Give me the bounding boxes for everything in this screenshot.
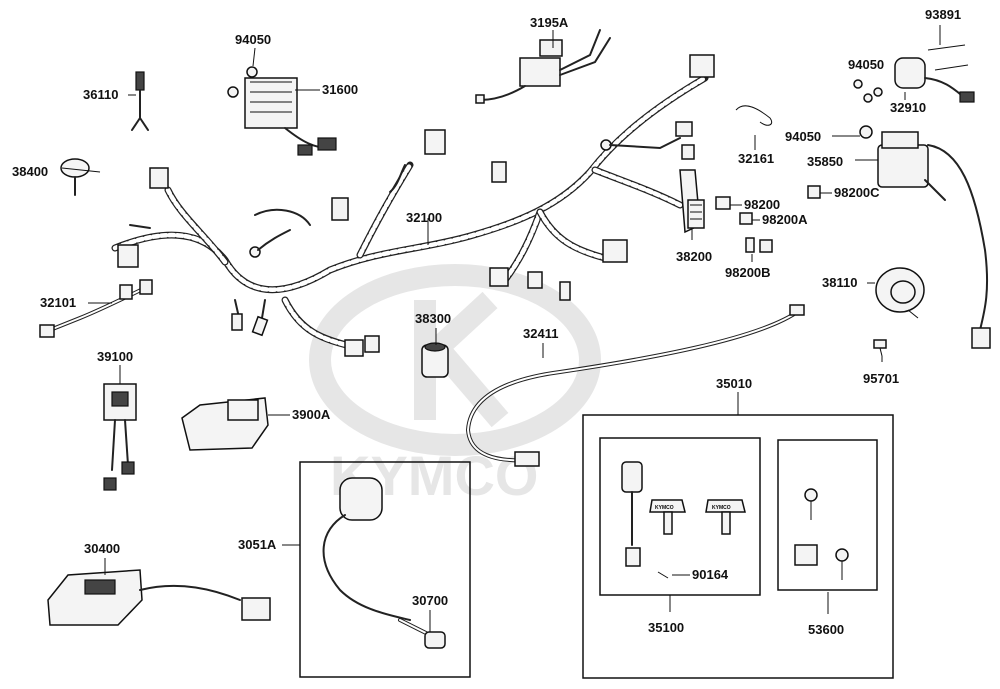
part-98200-fuse xyxy=(715,196,731,210)
part-labels: 93891 3195A 94050 94050 36110 31600 3291… xyxy=(12,7,961,637)
main-wiring-harness xyxy=(111,54,715,357)
part-39100-flasher xyxy=(103,383,137,491)
part-32411-cable xyxy=(465,304,805,467)
label-38110: 38110 xyxy=(822,275,857,290)
part-95701-bolt xyxy=(873,339,887,357)
label-98200B: 98200B xyxy=(725,265,771,280)
part-98200A-fuse xyxy=(739,212,753,225)
part-98200C-fuse xyxy=(807,185,821,199)
key-icon xyxy=(804,488,818,502)
leader-lines xyxy=(61,30,906,632)
part-98200B-fuse xyxy=(745,237,773,253)
label-36110: 36110 xyxy=(83,87,118,102)
part-38200-fuse-box xyxy=(679,169,705,234)
part-90164-screw xyxy=(657,571,669,579)
part-38400-buzzer xyxy=(60,158,90,196)
label-32101: 32101 xyxy=(40,295,76,310)
label-35010: 35010 xyxy=(716,376,752,391)
harness-connector xyxy=(117,244,139,268)
part-94050-nut xyxy=(227,66,258,98)
part-3195A-relay xyxy=(475,29,611,104)
label-95701: 95701 xyxy=(863,371,899,386)
part-38110-horn xyxy=(875,267,925,319)
label-98200: 98200 xyxy=(744,197,780,212)
label-3900A: 3900A xyxy=(292,407,331,422)
part-3051A-ignition-coil xyxy=(339,477,383,521)
label-35100: 35100 xyxy=(648,620,684,635)
part-31600-regulator xyxy=(244,77,337,156)
label-30700: 30700 xyxy=(412,593,448,608)
part-35100-key-set-box: KYMCO KYMCO xyxy=(599,437,761,596)
part-94050-nut xyxy=(853,79,883,139)
label-98200C: 98200C xyxy=(834,185,880,200)
label-38300: 38300 xyxy=(415,311,451,326)
label-30400: 30400 xyxy=(84,541,120,556)
label-3195A: 3195A xyxy=(530,15,569,30)
key-brand-text: KYMCO xyxy=(655,505,674,511)
label-32910: 32910 xyxy=(890,100,926,115)
key-icon: KYMCO xyxy=(649,499,686,535)
part-35010-lock-set-box xyxy=(582,414,894,679)
part-35850-starter-relay xyxy=(877,131,991,349)
part-32161-band xyxy=(735,105,773,126)
label-32411: 32411 xyxy=(523,326,558,341)
part-32910-switch xyxy=(894,44,975,103)
label-94050: 94050 xyxy=(785,129,821,144)
label-32161: 32161 xyxy=(738,151,774,166)
part-3900A-cdi-unit xyxy=(181,397,269,451)
label-39100: 39100 xyxy=(97,349,133,364)
label-98200A: 98200A xyxy=(762,212,808,227)
label-32100: 32100 xyxy=(406,210,442,225)
part-32101-subharness xyxy=(39,279,153,338)
part-3051A-group-box xyxy=(299,461,471,678)
part-30700-plug-cap xyxy=(424,631,446,649)
part-36110-sensor xyxy=(131,71,149,131)
label-38400: 38400 xyxy=(12,164,48,179)
label-53600: 53600 xyxy=(808,622,844,637)
label-3051A: 3051A xyxy=(238,537,277,552)
key-brand-text: KYMCO xyxy=(712,505,731,511)
label-90164: 90164 xyxy=(692,567,729,582)
label-38200: 38200 xyxy=(676,249,712,264)
part-30400-module xyxy=(47,569,271,626)
label-35850: 35850 xyxy=(807,154,843,169)
label-31600: 31600 xyxy=(322,82,358,97)
part-38300-switch xyxy=(421,342,449,378)
kymco-watermark-logo: KYMCO xyxy=(309,264,601,507)
label-94050: 94050 xyxy=(235,32,271,47)
label-94050: 94050 xyxy=(848,57,884,72)
key-icon: KYMCO xyxy=(705,499,746,535)
label-93891: 93891 xyxy=(925,7,961,22)
part-53600-lock-box xyxy=(777,439,878,591)
key-icon xyxy=(835,548,849,562)
